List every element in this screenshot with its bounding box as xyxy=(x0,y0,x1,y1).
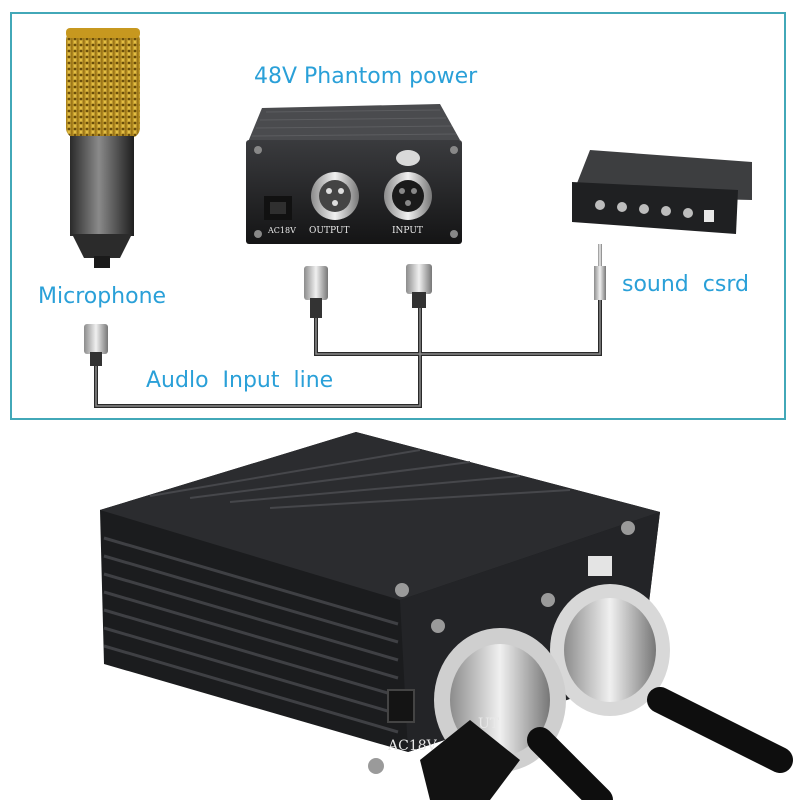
phantom-power-title: 48V Phantom power xyxy=(254,64,478,89)
xlr-connector-female xyxy=(84,324,108,366)
xlr-connector-input xyxy=(406,264,432,308)
ac-port-label: AC18V xyxy=(268,226,296,235)
output-label: OUTPUT xyxy=(309,226,350,236)
sound-card-label: sound csrd xyxy=(622,272,749,297)
input-label: INPUT xyxy=(392,226,423,236)
phantom-power-unit-diagram xyxy=(246,104,462,244)
photo-partial-label: UT xyxy=(478,716,500,732)
phantom-power-photo xyxy=(100,432,793,800)
xlr-connector-male xyxy=(304,266,328,318)
microphone-label: Microphone xyxy=(38,284,167,309)
audio-input-line-label: Audlo Input line xyxy=(146,368,334,393)
microphone-image xyxy=(66,28,140,268)
sound-card-image xyxy=(572,150,752,234)
photo-ac-label: AC18V xyxy=(388,738,437,754)
jack-plug xyxy=(594,244,606,300)
